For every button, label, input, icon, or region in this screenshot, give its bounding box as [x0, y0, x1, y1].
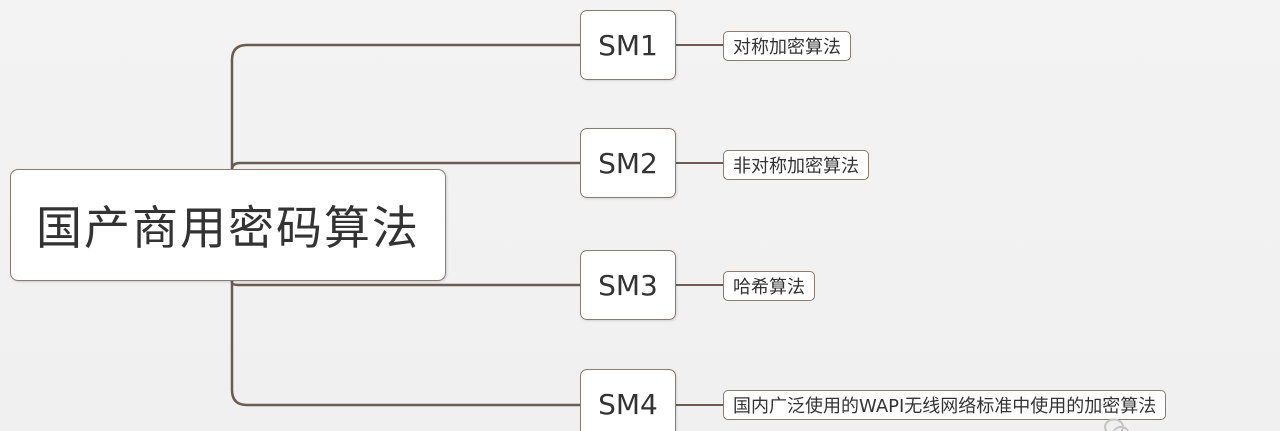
description-node-sm2[interactable]: 非对称加密算法 — [723, 150, 869, 180]
connector-root-sm4 — [230, 279, 582, 407]
connector-root-sm1 — [230, 43, 582, 171]
branch-node-sm4[interactable]: SM4 — [580, 369, 676, 431]
branch-label: SM2 — [598, 146, 658, 180]
description-label: 对称加密算法 — [733, 37, 841, 58]
wechat-icon — [1104, 413, 1130, 431]
description-node-sm3[interactable]: 哈希算法 — [723, 271, 815, 301]
description-label: 国内广泛使用的WAPI无线网络标准中使用的加密算法 — [733, 396, 1157, 417]
branch-label: SM4 — [598, 387, 658, 421]
description-node-sm1[interactable]: 对称加密算法 — [723, 31, 851, 61]
description-label: 非对称加密算法 — [733, 156, 859, 177]
branch-label: SM1 — [598, 28, 658, 62]
branch-node-sm1[interactable]: SM1 — [580, 10, 676, 80]
root-node[interactable]: 国产商用密码算法 — [10, 169, 446, 281]
root-label: 国产商用密码算法 — [36, 201, 420, 255]
branch-label: SM3 — [598, 268, 658, 302]
branch-node-sm2[interactable]: SM2 — [580, 128, 676, 198]
branch-node-sm3[interactable]: SM3 — [580, 250, 676, 320]
description-label: 哈希算法 — [733, 277, 805, 298]
description-node-sm4[interactable]: 国内广泛使用的WAPI无线网络标准中使用的加密算法 — [723, 390, 1167, 420]
connector-root-sm3 — [230, 279, 582, 287]
